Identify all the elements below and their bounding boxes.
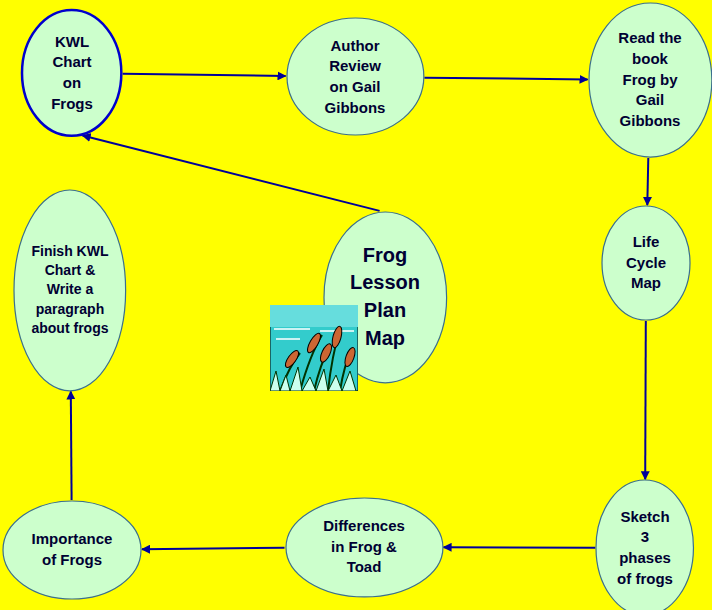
node-label: Read the book Frog by Gail Gibbons [614, 28, 686, 131]
ellipse-outline [21, 9, 122, 137]
node-label: Differences in Frog & Toad [316, 516, 412, 578]
ellipse-node: Differences in Frog & Toad [285, 497, 444, 598]
node-label: KWL Chart on Frogs [44, 32, 100, 115]
node-label: Frog Lesson Plan Map [347, 242, 423, 352]
flow-arrow [123, 74, 286, 76]
flow-arrow [444, 546, 596, 549]
ellipse-node: Read the book Frog by Gail Gibbons [588, 2, 712, 158]
node-label: Importance of Frogs [26, 529, 118, 570]
ellipse-node: Life Cycle Map [601, 205, 691, 321]
flow-arrow [424, 78, 587, 80]
flow-arrow [83, 136, 380, 211]
node-label: Author Review on Gail Gibbons [319, 36, 391, 119]
node-label: Life Cycle Map [620, 232, 672, 294]
ellipse-node: Importance of Frogs [2, 500, 142, 600]
ellipse-node: Author Review on Gail Gibbons [286, 17, 425, 136]
flow-arrow [644, 321, 647, 479]
cattail-illustration [270, 305, 358, 391]
node-label: Finish KWL Chart & Write a paragraph abo… [28, 242, 112, 339]
flow-arrow [142, 548, 285, 550]
ellipse-node: Sketch 3 phases of frogs [595, 479, 694, 610]
ellipse-outline [2, 500, 142, 600]
flow-arrow [70, 391, 73, 500]
ellipse-outline [286, 17, 425, 136]
node-label: Sketch 3 phases of frogs [615, 507, 675, 590]
flow-arrow [647, 158, 648, 205]
ellipse-node: Finish KWL Chart & Write a paragraph abo… [13, 189, 127, 392]
ellipse-node: KWL Chart on Frogs [21, 9, 122, 137]
